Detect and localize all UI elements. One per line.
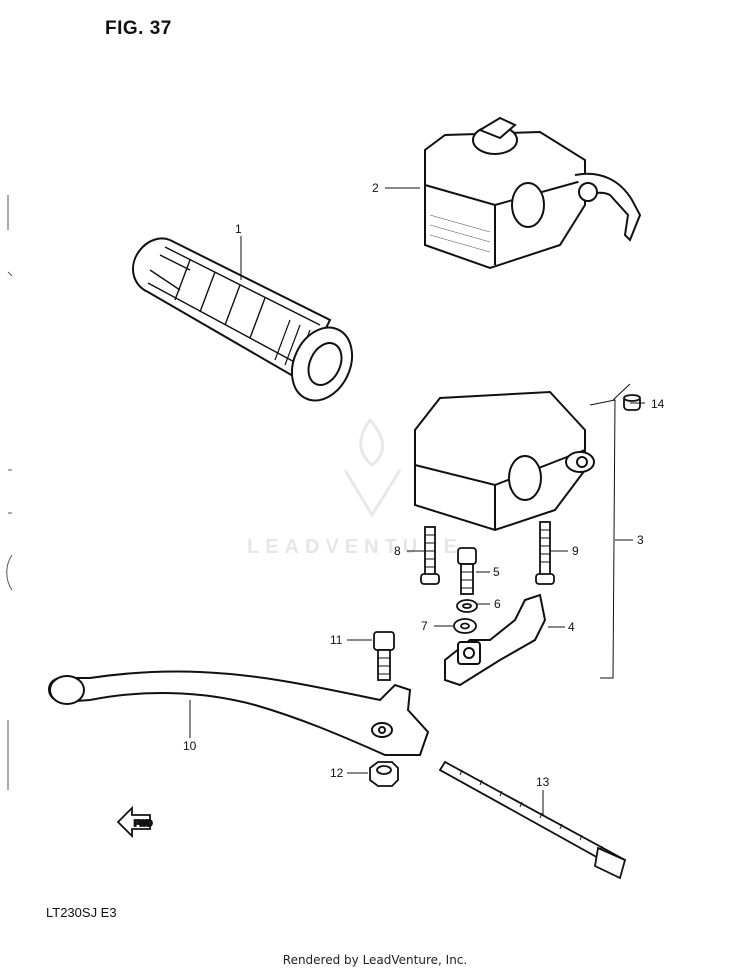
part-8-screw	[420, 526, 440, 585]
part-14-cap	[623, 394, 641, 411]
callout-6: 6	[494, 597, 501, 611]
leader-lines	[189, 187, 645, 816]
watermark-logo	[343, 417, 402, 518]
callout-3: 3	[637, 533, 644, 547]
part-7-washer	[453, 618, 477, 634]
switch-housing-upper-shading	[429, 214, 491, 253]
callout-12: 12	[330, 766, 344, 780]
callout-5: 5	[493, 565, 500, 579]
part-13-cable-tie	[438, 760, 627, 880]
callout-2: 2	[372, 181, 379, 195]
part-10-lever	[48, 670, 430, 756]
switch-housing-lower	[414, 390, 595, 532]
figure-title: FIG. 37	[105, 18, 172, 39]
handlebar-grip	[132, 237, 354, 402]
callout-10: 10	[183, 739, 197, 753]
callout-8: 8	[394, 544, 401, 558]
callout-1: 1	[235, 222, 242, 236]
callout-11: 11	[330, 633, 343, 647]
callout-7: 7	[421, 619, 428, 633]
callout-4: 4	[568, 620, 575, 634]
callout-13: 13	[536, 775, 550, 789]
callout-14: 14	[651, 397, 665, 411]
scan-marks	[6, 195, 13, 790]
model-code: LT230SJ E3	[46, 905, 117, 920]
callout-9: 9	[572, 544, 579, 558]
fwd-arrow-icon: FWD	[116, 805, 153, 839]
part-6-washer	[456, 599, 478, 613]
part-5-bolt	[457, 547, 477, 595]
watermark: LEADVENTURE	[247, 536, 464, 558]
part-12-nut	[369, 761, 399, 787]
part-11-bolt	[373, 631, 395, 681]
fwd-label: FWD	[134, 819, 152, 828]
part-9-screw	[535, 521, 555, 585]
footer-credit: Rendered by LeadVenture, Inc.	[282, 953, 468, 967]
part-4-bracket	[444, 593, 547, 687]
switch-housing-upper	[424, 116, 642, 270]
